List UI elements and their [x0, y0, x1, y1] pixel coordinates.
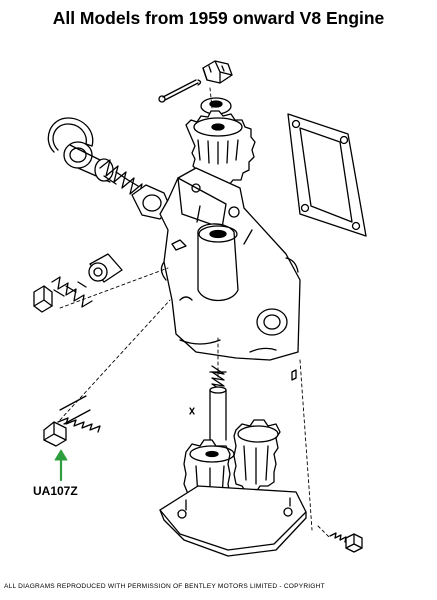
- green-arrow-icon: [54, 449, 68, 482]
- bush: [88, 253, 123, 283]
- dowel-pin: [291, 369, 297, 381]
- split-pin: [158, 79, 202, 103]
- part-number-label: UA107Z: [33, 484, 78, 498]
- relief-spring-small: [51, 276, 93, 308]
- castle-nut: [202, 60, 233, 84]
- copyright-footer: ALL DIAGRAMS REPRODUCED WITH PERMISSION …: [4, 583, 325, 590]
- diagram-title: All Models from 1959 onward V8 Engine: [52, 8, 385, 28]
- bolt-ua107z: [43, 395, 101, 447]
- pump-spindle: [189, 365, 227, 441]
- plug-bolt-lower: [329, 532, 363, 553]
- plug-bolt-upper: [33, 285, 53, 313]
- rotor-inner: [233, 419, 281, 493]
- gasket: [287, 113, 367, 237]
- cover-plate: [159, 485, 307, 557]
- pump-body: [159, 167, 301, 361]
